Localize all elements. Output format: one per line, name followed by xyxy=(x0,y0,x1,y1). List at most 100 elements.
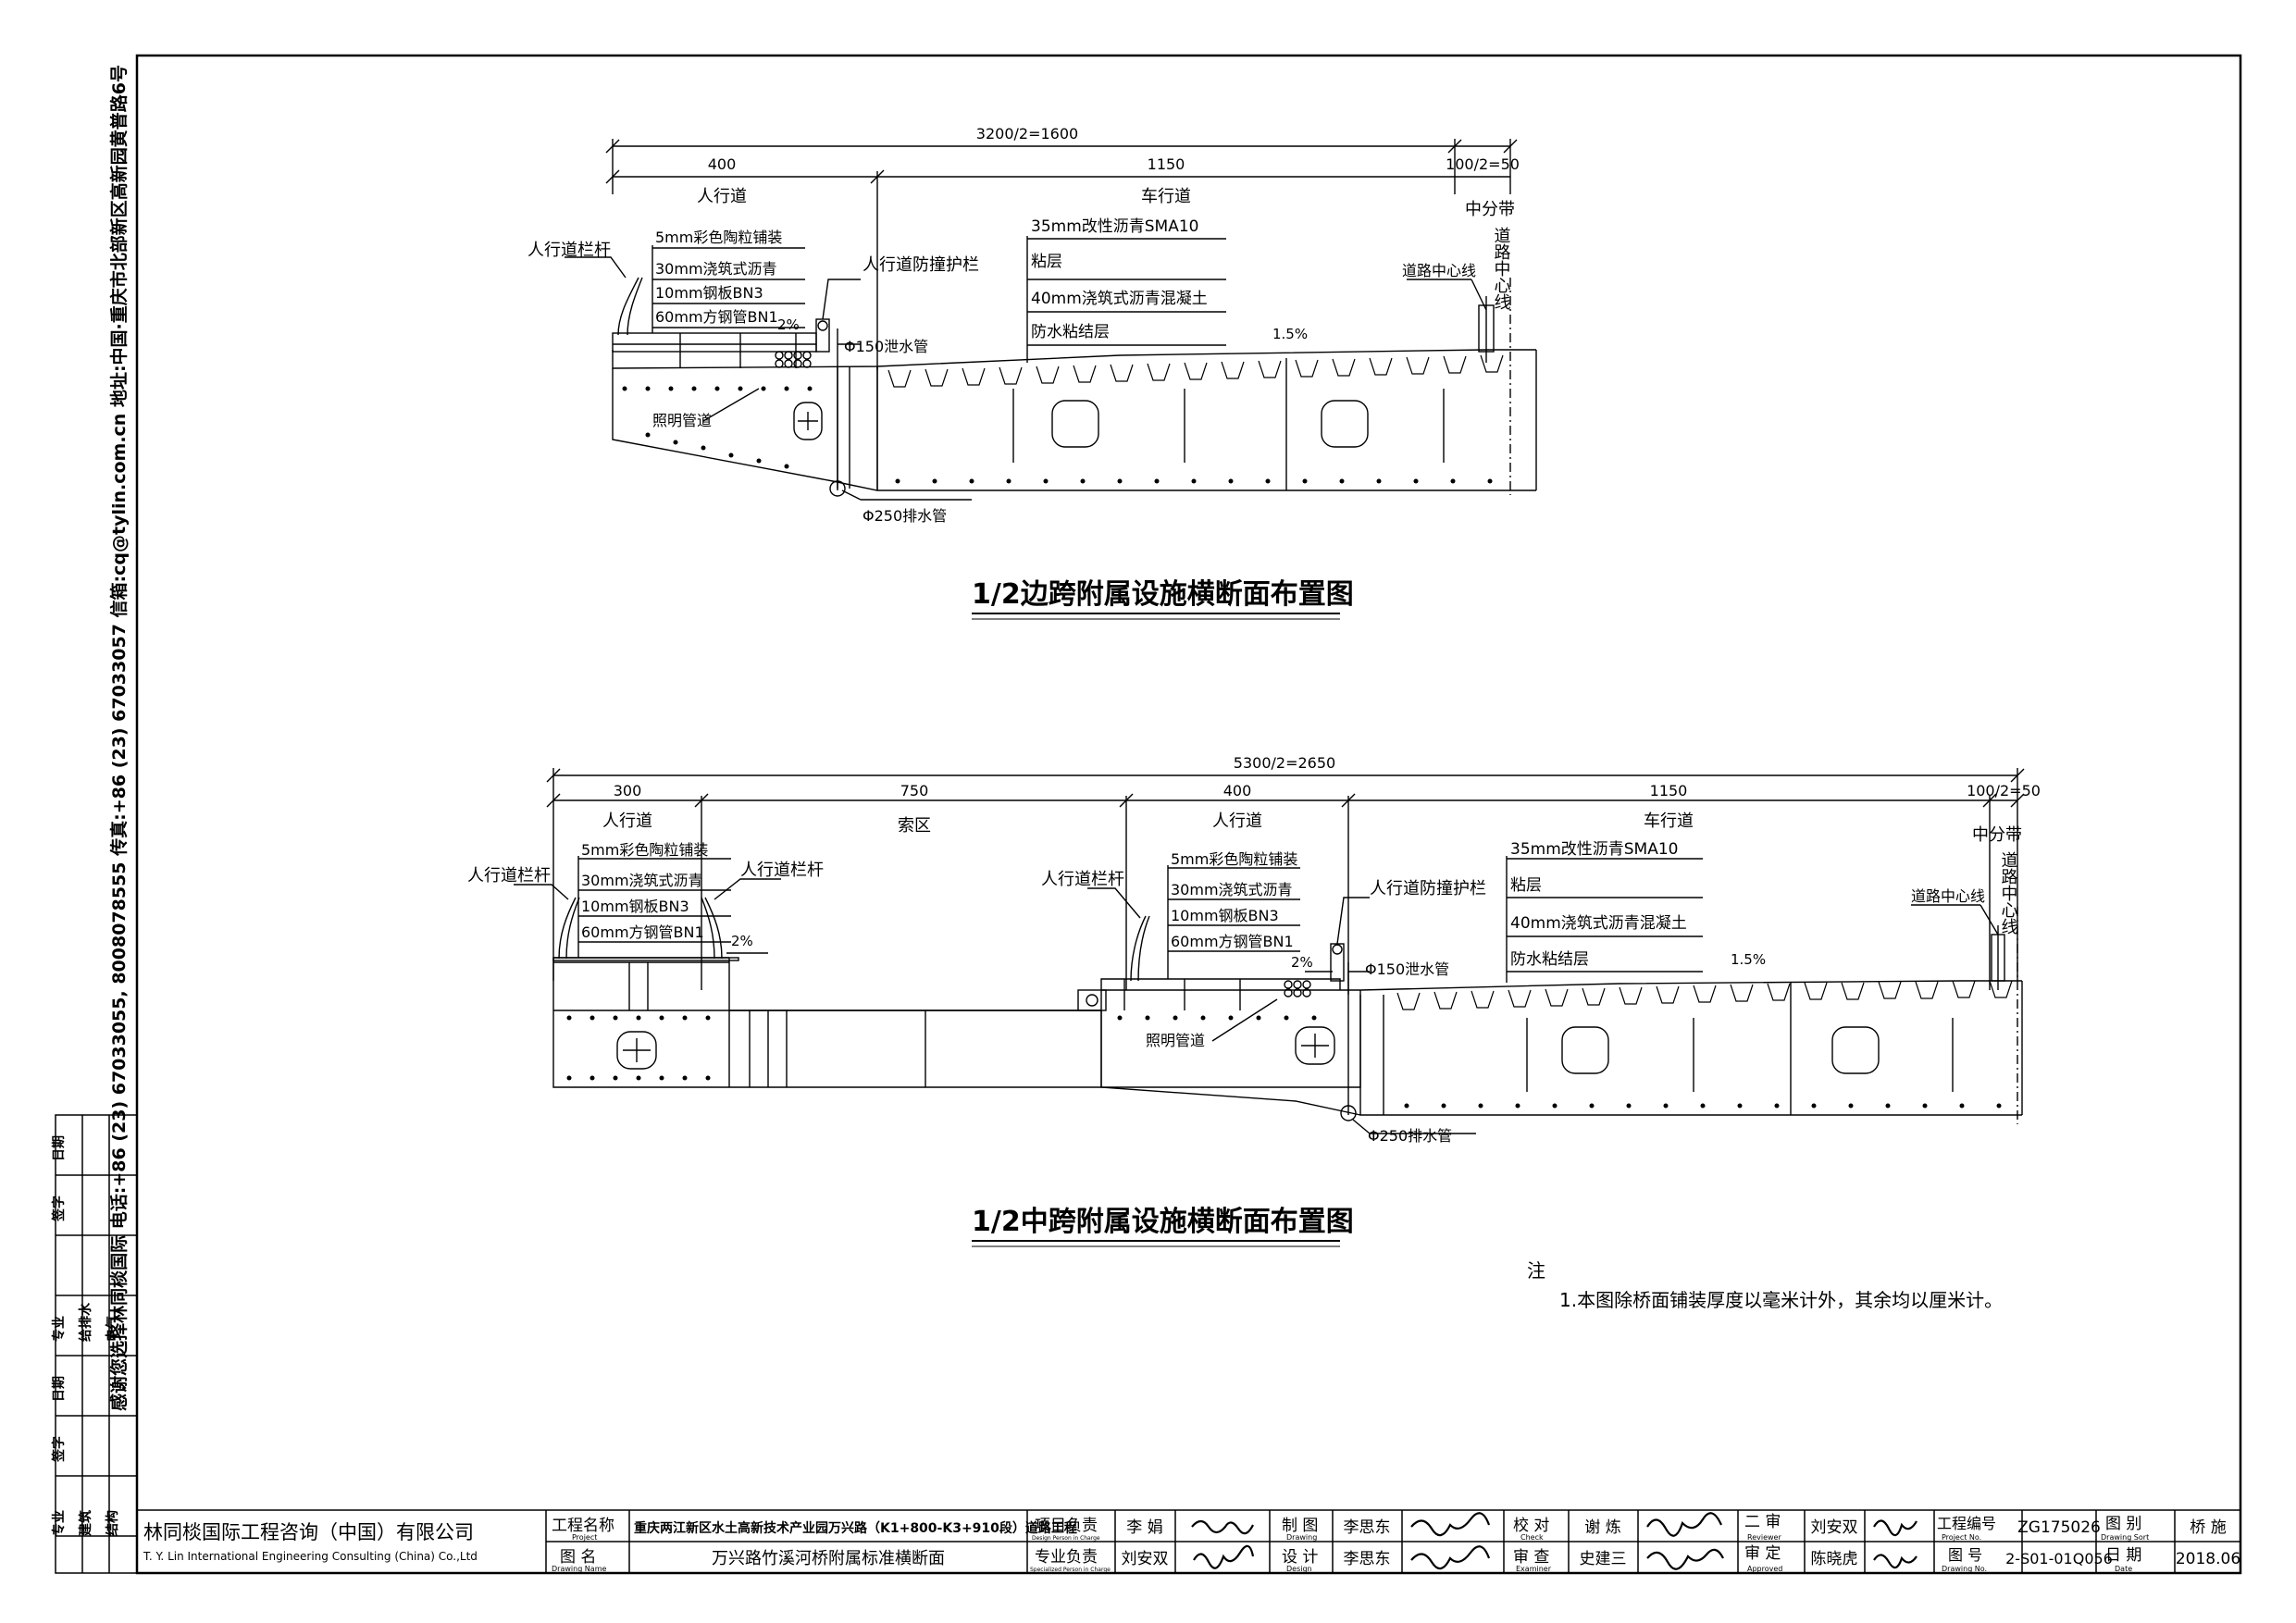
project-label-en: Project xyxy=(572,1533,597,1542)
sign-row-2: 结构 xyxy=(105,1510,120,1536)
leader-label-en: Design Person in Charge xyxy=(1032,1535,1100,1542)
bottom-center-line: 道路中心线 xyxy=(1911,887,1985,905)
check-label-en: Check xyxy=(1520,1533,1544,1542)
top-crash-label: 人行道防撞护栏 xyxy=(863,255,979,275)
approve-label: 审 定 xyxy=(1744,1544,1781,1563)
top-road-center-vertical: 道路中心线 xyxy=(1492,227,1511,310)
top-pave-road-2: 粘层 xyxy=(1031,253,1062,271)
bottom-lighting: 照明管道 xyxy=(1146,1032,1205,1049)
title-block xyxy=(136,1509,2241,1574)
top-section xyxy=(565,139,1537,501)
bottom-section xyxy=(514,768,2025,1134)
date-label: 日 期 xyxy=(2105,1546,2141,1565)
signature-checker xyxy=(1646,1512,1723,1537)
bottom-pave-side-3: 10mm钢板BN3 xyxy=(581,898,689,915)
company-cn: 林同棪国际工程咨询（中国）有限公司 xyxy=(143,1521,474,1543)
sign-box xyxy=(55,1114,138,1574)
spec-label-en: Specialized Person in Charge xyxy=(1030,1567,1111,1573)
top-lighting: 照明管道 xyxy=(652,412,712,429)
bottom-pave-side2-4: 60mm方钢管BN1 xyxy=(1171,933,1294,950)
spec-name: 刘安双 xyxy=(1122,1550,1169,1568)
top-dim-3: 100/2=50 xyxy=(1446,155,1520,173)
bottom-slope-road: 1.5% xyxy=(1731,951,1766,968)
bottom-rail-left: 人行道栏杆 xyxy=(467,866,551,886)
dwg-no: 2-S01-01Q056 xyxy=(2005,1550,2113,1567)
top-zone-road: 车行道 xyxy=(1141,187,1191,206)
bottom-crash-label: 人行道防撞护栏 xyxy=(1370,879,1486,898)
sign-row-6: 给排水 xyxy=(78,1302,93,1342)
top-rail-label: 人行道栏杆 xyxy=(527,241,611,260)
review-label: 二 审 xyxy=(1744,1513,1781,1531)
top-median: 中分带 xyxy=(1465,200,1515,219)
bottom-slope-side2: 2% xyxy=(1291,954,1313,971)
check-label: 校 对 xyxy=(1513,1517,1549,1535)
bottom-total-dim: 5300/2=2650 xyxy=(1234,754,1335,772)
top-pave-side-1: 5mm彩色陶粒铺装 xyxy=(655,229,782,246)
draw-label: 制 图 xyxy=(1282,1517,1318,1535)
bottom-dim-3: 400 xyxy=(1223,782,1252,799)
project-name: 重庆两江新区水土高新技术产业园万兴路（K1+800-K3+910段）道路工程 xyxy=(634,1520,1077,1536)
top-pave-road-1: 35mm改性沥青SMA10 xyxy=(1031,217,1198,236)
note-item: 1.本图除桥面铺装厚度以毫米计外，其余均以厘米计。 xyxy=(1559,1289,2003,1311)
bottom-title: 1/2中跨附属设施横断面布置图 xyxy=(972,1206,1354,1238)
sign-row-3: 签字 xyxy=(51,1436,67,1463)
top-drain-small: Φ150泄水管 xyxy=(844,338,928,355)
sort-label: 图 别 xyxy=(2105,1515,2141,1533)
bottom-dim-4: 1150 xyxy=(1650,782,1688,799)
reviewer-name: 刘安双 xyxy=(1811,1518,1858,1537)
project-label: 工程名称 xyxy=(552,1517,614,1535)
sort-label-en: Drawing Sort xyxy=(2101,1533,2149,1542)
top-total-dim: 3200/2=1600 xyxy=(976,125,1078,142)
note-head: 注 xyxy=(1527,1259,1545,1282)
bottom-pave-side2-3: 10mm钢板BN3 xyxy=(1171,907,1279,924)
top-slope-side: 2% xyxy=(777,316,800,333)
bottom-pave-road-1: 35mm改性沥青SMA10 xyxy=(1510,840,1678,859)
dwg-no-label-en: Drawing No. xyxy=(1942,1565,1987,1573)
bottom-dim-5: 100/2=50 xyxy=(1967,782,2041,799)
sort: 桥 施 xyxy=(2190,1518,2226,1537)
bottom-drain-big: Φ250排水管 xyxy=(1368,1127,1452,1145)
signature-spec xyxy=(1193,1544,1255,1569)
signature-reviewer xyxy=(1873,1519,1917,1537)
drawer-name: 李思东 xyxy=(1344,1518,1391,1537)
company-en: T. Y. Lin International Engineering Cons… xyxy=(143,1550,478,1563)
sign-row-7: 电气 xyxy=(105,1316,120,1342)
designer-name: 李思东 xyxy=(1344,1550,1391,1568)
sign-row-1: 建筑 xyxy=(78,1510,93,1536)
sign-row-4: 日期 xyxy=(52,1376,67,1402)
bottom-rail-right: 人行道栏杆 xyxy=(740,861,824,880)
top-dim-1: 400 xyxy=(708,155,737,173)
bottom-pave-road-2: 粘层 xyxy=(1510,876,1542,895)
bottom-pave-road-4: 防水粘结层 xyxy=(1510,950,1589,969)
bottom-pave-side2-1: 5mm彩色陶粒铺装 xyxy=(1171,850,1297,868)
signature-leader xyxy=(1191,1519,1254,1535)
bottom-pave-side-2: 30mm浇筑式沥青 xyxy=(581,872,703,889)
bottom-pave-side-4: 60mm方钢管BN1 xyxy=(581,923,704,941)
dwg-no-label: 图 号 xyxy=(1948,1546,1982,1564)
signature-examiner xyxy=(1646,1548,1724,1570)
top-pave-side-2: 30mm浇筑式沥青 xyxy=(655,260,777,278)
top-dim-2: 1150 xyxy=(1148,155,1185,173)
sign-row-0: 专业 xyxy=(51,1510,67,1536)
date: 2018.06 xyxy=(2176,1550,2240,1568)
draw-label-en: Drawing xyxy=(1286,1533,1317,1542)
outer-frame xyxy=(135,54,2242,1575)
bottom-pave-road-3: 40mm浇筑式沥青混凝土 xyxy=(1510,914,1687,933)
spec-label: 专业负责 xyxy=(1035,1548,1098,1567)
drawing-label: 图 名 xyxy=(560,1548,596,1567)
sign-row-5: 专业 xyxy=(51,1316,67,1342)
signature-drawer xyxy=(1410,1512,1491,1537)
review-label-en: Reviewer xyxy=(1747,1533,1781,1542)
bottom-zone-road: 车行道 xyxy=(1644,812,1694,831)
drawing-label-en: Drawing Name xyxy=(552,1565,606,1573)
drawing-name: 万兴路竹溪河桥附属标准横断面 xyxy=(712,1549,945,1568)
proj-no-label-en: Project No. xyxy=(1942,1533,1981,1542)
top-pave-road-4: 防水粘结层 xyxy=(1031,323,1110,341)
bottom-road-center-vertical: 道路中心线 xyxy=(1999,851,2018,935)
bottom-median: 中分带 xyxy=(1972,825,2022,845)
signature-approver xyxy=(1873,1554,1917,1569)
top-zone-sidewalk: 人行道 xyxy=(697,187,747,206)
bottom-slope-side: 2% xyxy=(731,933,753,949)
design-label-en: Design xyxy=(1286,1565,1312,1573)
